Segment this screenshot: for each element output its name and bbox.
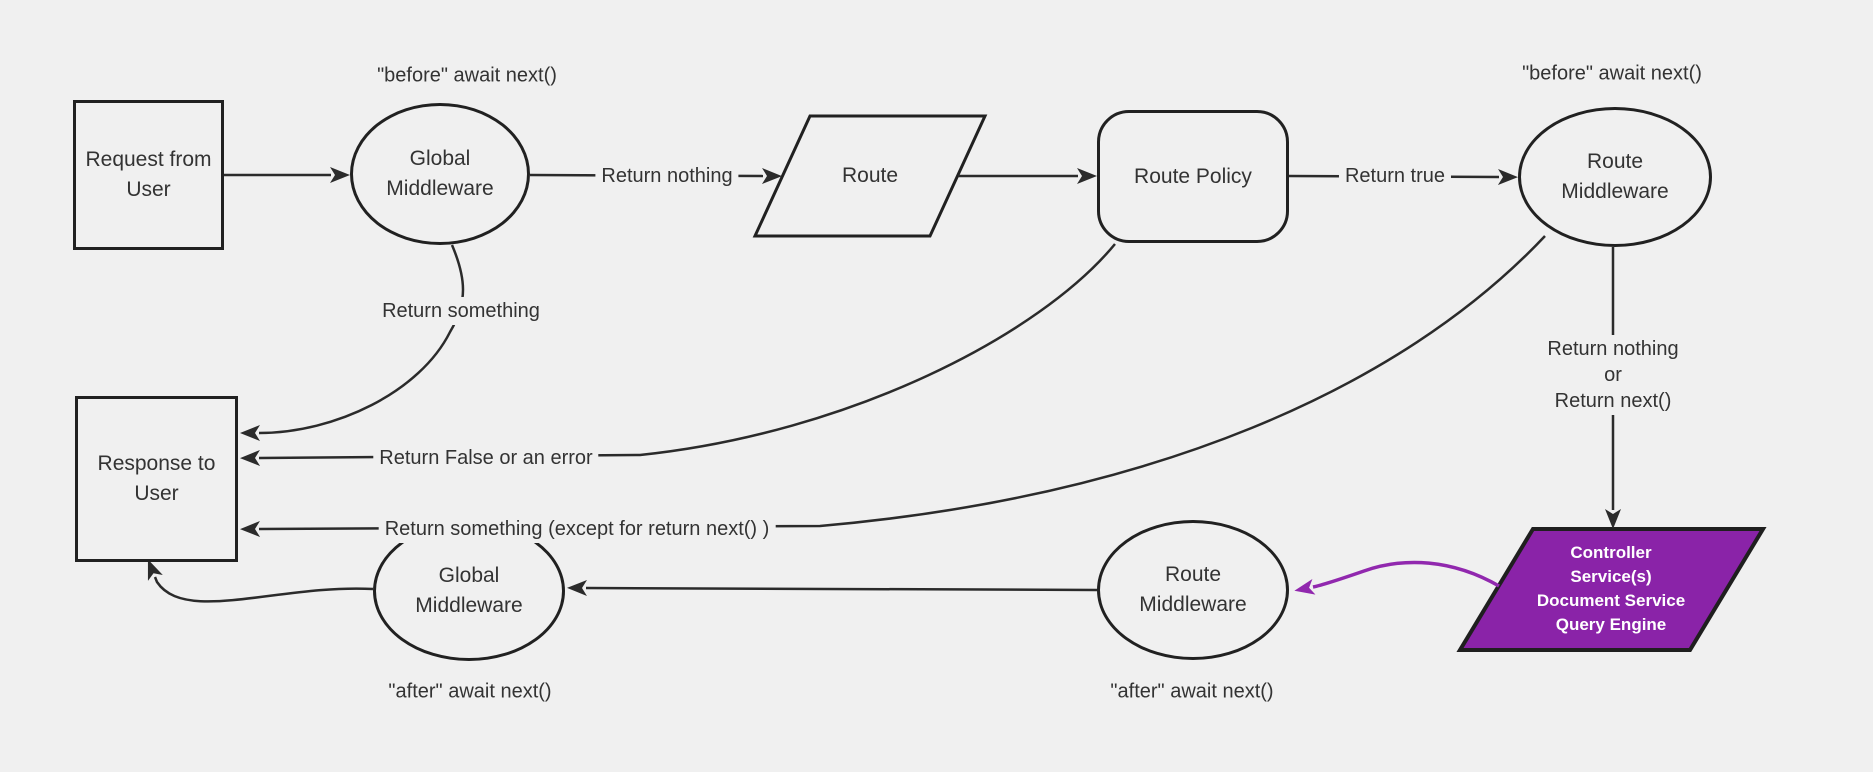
edge-route-middleware-bottom-to-global-middleware-bottom — [567, 580, 1098, 597]
node-global-middleware-bottom-label: Global Middleware — [415, 564, 523, 617]
edge-label-return-nothing: Return nothing — [595, 162, 739, 190]
annotation-before-await-left: "before" await next() — [373, 64, 561, 88]
node-request-from-user-label: Request from User — [85, 148, 212, 201]
node-route-middleware-bottom-label: Route Middleware — [1139, 563, 1247, 616]
controller-stack-line: Query Engine — [1555, 615, 1667, 634]
edge-global-middleware-bottom-to-response — [147, 559, 374, 603]
node-request-from-user: Request from User — [73, 100, 224, 250]
node-controller-stack-label: Controller Service(s) Document Service Q… — [1537, 541, 1685, 637]
edge-route-policy-to-response — [240, 243, 1116, 466]
node-global-middleware-bottom: Global Middleware — [373, 521, 565, 661]
node-response-to-user-label: Response to User — [97, 452, 216, 505]
edge-label-return-nothing-or-next: Return nothing or Return next() — [1532, 335, 1694, 415]
annotation-after-await-left: "after" await next() — [384, 680, 556, 704]
controller-stack-line: Service(s) — [1570, 567, 1652, 586]
controller-stack-line: Controller — [1570, 543, 1652, 562]
edge-label-return-true: Return true — [1338, 162, 1452, 190]
edge-label-return-something-except: Return something (except for return next… — [378, 515, 776, 543]
node-global-middleware-top: Global Middleware — [350, 103, 530, 245]
node-route-middleware-top: Route Middleware — [1518, 107, 1712, 247]
edge-label-line: Return nothing — [1547, 338, 1679, 360]
edge-global-middleware-to-response — [240, 244, 465, 441]
node-route-label: Route — [841, 164, 899, 187]
controller-stack-node-shape — [1456, 527, 1767, 652]
route-node-shape — [752, 114, 988, 238]
edge-controller-to-route-middleware-bottom — [1294, 560, 1500, 595]
node-route-label-box: Route — [810, 146, 930, 206]
node-route-middleware-bottom: Route Middleware — [1097, 520, 1289, 660]
node-global-middleware-top-label: Global Middleware — [386, 147, 494, 200]
edge-label-return-something: Return something — [376, 297, 546, 325]
node-route-policy: Route Policy — [1097, 110, 1289, 243]
annotation-after-await-right: "after" await next() — [1106, 680, 1278, 704]
node-route-middleware-top-label: Route Middleware — [1561, 150, 1669, 203]
edge-route-middleware-to-response — [240, 235, 1546, 537]
node-response-to-user: Response to User — [75, 396, 238, 562]
edge-label-line: Return next() — [1554, 390, 1672, 412]
controller-stack-line: Document Service — [1536, 591, 1686, 610]
node-route-policy-label: Route Policy — [1134, 164, 1252, 188]
edge-label-line: or — [1604, 364, 1622, 386]
edge-label-return-false-or-error: Return False or an error — [373, 444, 599, 472]
annotation-before-await-right: "before" await next() — [1518, 62, 1706, 86]
